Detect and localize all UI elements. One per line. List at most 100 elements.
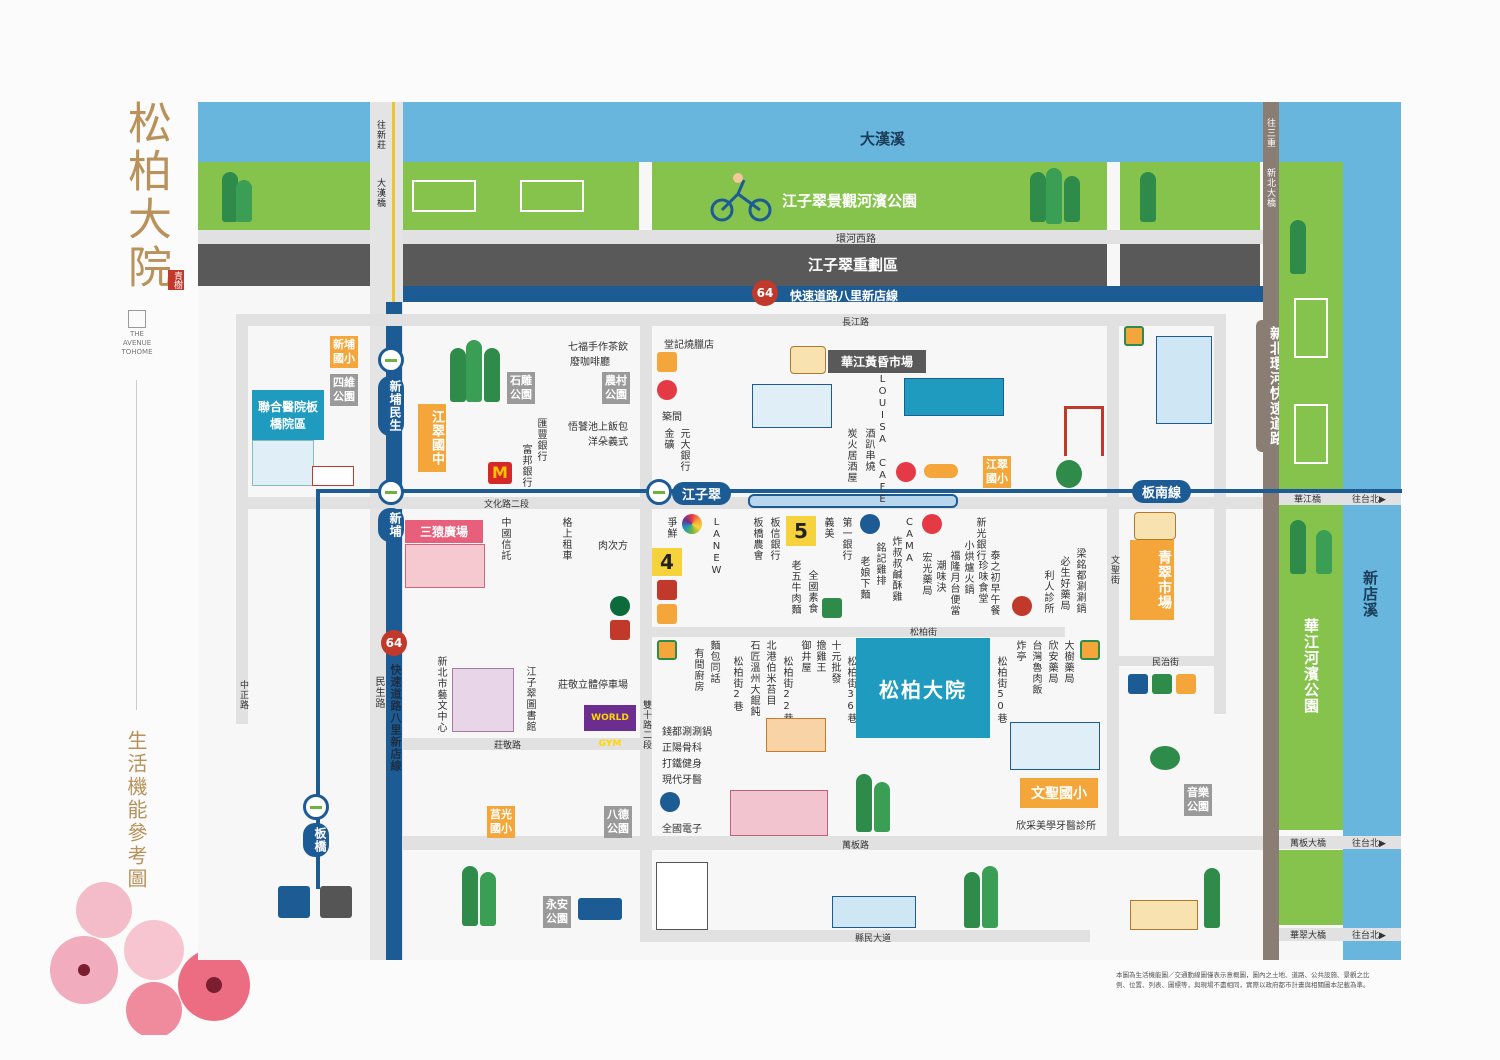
road-label-songbai: 松柏街: [910, 628, 938, 638]
hilife-icon: [657, 380, 677, 400]
tree-icon: [856, 774, 872, 832]
pharmacy-icon: [657, 604, 677, 624]
hilife-icon: [896, 462, 916, 482]
minsheng-yellow-line: [392, 102, 395, 302]
mrt-station-xinpu[interactable]: [378, 479, 404, 505]
tree-icon: [1046, 168, 1062, 224]
to-taipei-1: 往台北▶: [1352, 495, 1386, 505]
tree-icon: [1150, 746, 1180, 770]
to-taipei-3: 往台北▶: [1352, 931, 1386, 941]
court-1: [412, 180, 476, 212]
brand-seal: 青樹: [168, 270, 184, 290]
metro-5-badge: 5: [786, 516, 816, 546]
ring-road: [1263, 102, 1279, 960]
tag-sanyuan: 三猿廣場: [405, 520, 483, 543]
tag-wensheng-primary: 文聖國小: [1020, 778, 1098, 808]
court-east-2: [1294, 404, 1328, 464]
mrt-line-diagonal: [316, 489, 320, 889]
tree-icon: [1204, 868, 1220, 928]
shop-label: 銘記雞排: [874, 542, 885, 586]
cyclist-icon: [710, 173, 772, 222]
shop-label: 老五牛肉麵: [789, 560, 800, 615]
place-arts-center: 新北市藝文中心: [435, 656, 446, 733]
tree-icon: [480, 872, 496, 926]
footnote-line-2: 例、位置、列表、圖標等，與現場不盡相同，實際以政府都市計畫與相關圖本記載為準。: [1116, 981, 1370, 989]
tree-icon: [1316, 530, 1332, 574]
road-label-zhongzheng: 中正路: [238, 680, 248, 710]
tree-icon: [484, 348, 500, 402]
shop-label: 老娘下麵: [858, 556, 869, 600]
shop-label: 中國信託: [499, 517, 510, 561]
cama-label: CAMA: [904, 517, 915, 565]
basket-icon: [790, 346, 826, 374]
laneiv-label: LANEW: [711, 517, 722, 577]
east-grass-upper: [1279, 162, 1343, 492]
park-east-label: 華江河濱公園: [1302, 618, 1320, 714]
mrt-label-xinpu: 新埔: [378, 508, 404, 542]
tag-nongcun-park: 農村公園: [602, 372, 630, 404]
east-river: [1343, 102, 1401, 960]
shop-label: 麵包同話: [708, 640, 719, 684]
lane-songbai36: 松柏街36巷: [845, 656, 856, 724]
road-wensheng: [1107, 314, 1119, 850]
shop-label: 廢咖啡廳: [570, 357, 610, 368]
place-sports: 莊敬立體停車場: [558, 680, 628, 691]
place-library: 江子翠圖書館: [524, 666, 535, 732]
tree-icon: [1030, 172, 1046, 222]
road-label-changjiang: 長江路: [842, 318, 870, 328]
shops-building: [766, 718, 826, 752]
train-rail-icon: [278, 886, 310, 918]
shop-label: 大樹藥局: [1062, 640, 1073, 684]
park-north-label: 江子翠景觀河濱公園: [782, 192, 918, 210]
shop-label: 欣安藥局: [1046, 640, 1057, 684]
project-songbai: [856, 638, 990, 738]
bank-icon: [860, 514, 880, 534]
redevelopment-label: 江子翠重劃區: [808, 256, 899, 274]
shop-label: 石匠溫州大餛飩: [748, 640, 759, 717]
bridge-huajiang-road: [1279, 492, 1401, 505]
road-label-huanhe-west: 環河西路: [836, 234, 876, 245]
clinic-building: [752, 384, 832, 428]
shop-label: 有間廚房: [692, 648, 703, 692]
court-2: [520, 180, 584, 212]
shop-label: 炸叔叔鹹酥雞: [890, 536, 901, 602]
tower-building: [1156, 336, 1212, 424]
footnote-line-1: 本圖為生活機能圖／交通動線圖僅表示意概圖，圖內之土地、道路、公共設施、景觀之比: [1116, 971, 1370, 979]
road-zhuangjing: [403, 738, 640, 750]
shop-label: 打鐵健身: [662, 759, 702, 770]
brand-en-3: TOHOME: [121, 348, 153, 356]
road-label-wenhua: 文化路二段: [484, 500, 530, 510]
tree-icon: [222, 172, 238, 222]
shop-label: 全國素食: [806, 570, 817, 614]
mrt-station-xinpu-minsheng[interactable]: [378, 347, 404, 373]
project-songbai-label: 松柏大院: [879, 678, 967, 702]
bridge-dahan: 大漢橋: [375, 178, 385, 208]
east-river-label: 新店溪: [1361, 570, 1379, 618]
kfc-icon: [657, 580, 677, 600]
louisa-label: LOUISA CAFE: [877, 374, 888, 506]
road-songbai: [640, 627, 1065, 637]
postoffice-icon: [1012, 596, 1032, 616]
shop-label: 築間: [662, 412, 682, 423]
mrt-station-jiangzicui[interactable]: [646, 479, 672, 505]
shop-label: 泰之初早午餐: [988, 550, 999, 616]
ubike-icon: [924, 464, 958, 478]
mrt-line-horizontal: [316, 489, 1402, 493]
tree-icon: [964, 872, 980, 928]
tag-siwei-park: 四維公園: [330, 374, 358, 406]
flower-decoration: [50, 882, 250, 1035]
metro-4-badge: 4: [652, 548, 682, 576]
highway-64-badge-left: 64: [381, 630, 407, 656]
hsr-icon: [320, 886, 352, 918]
road-wanban: [403, 836, 1263, 850]
mrt-label-jiangzicui: 江子翠: [672, 482, 732, 505]
department-store-building: [730, 790, 828, 836]
brand-en-1: THE: [130, 330, 144, 338]
shop-label: 洋朵義式: [588, 437, 628, 448]
tag-qingcui-market: 青翠市場: [1130, 540, 1174, 620]
highway-64-badge: 64: [752, 280, 778, 306]
school-building: [1010, 722, 1100, 770]
logo-mark-icon: [128, 310, 146, 328]
mrt-station-banqiao[interactable]: [303, 794, 329, 820]
brand-divider: [136, 380, 137, 710]
